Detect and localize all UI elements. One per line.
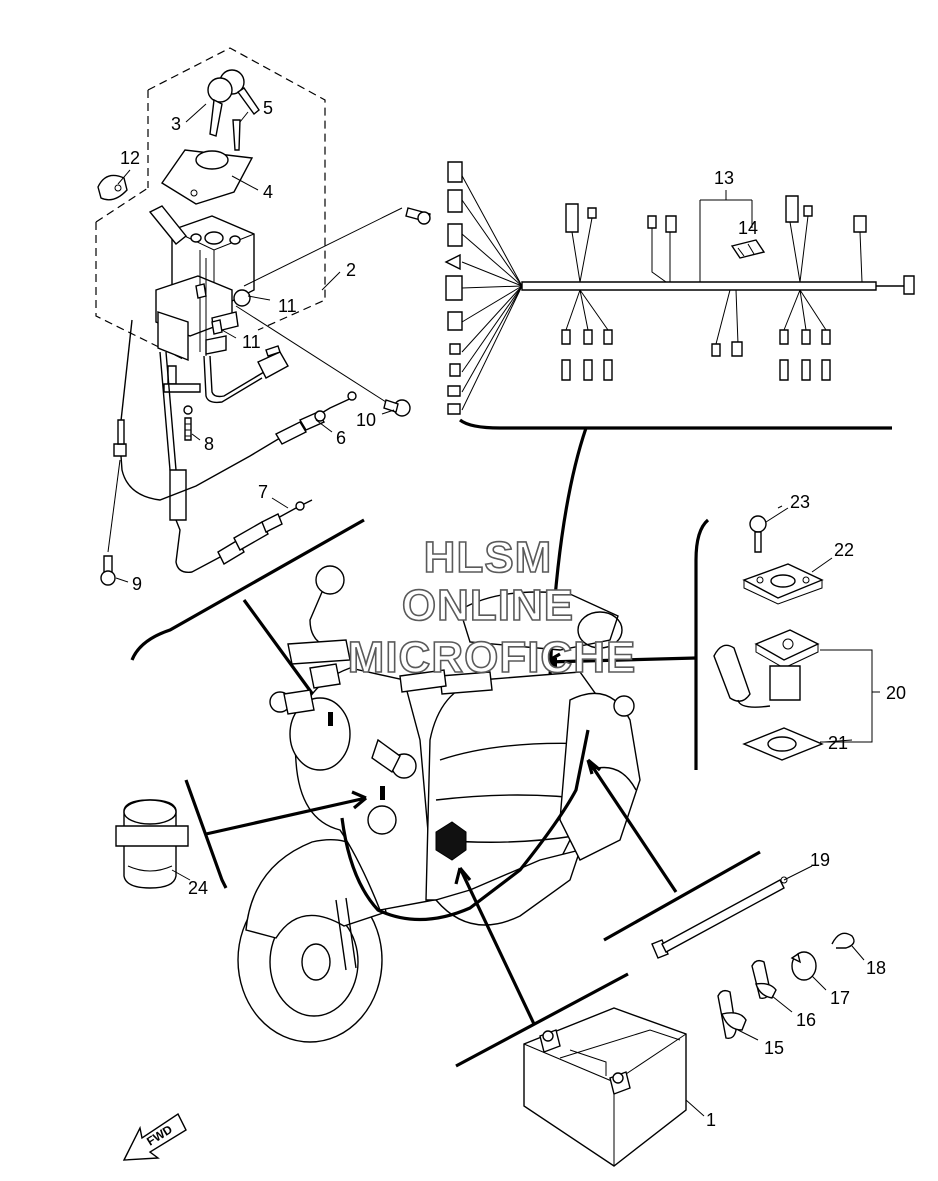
callout-2: 2	[346, 260, 356, 280]
fuel-sender-assembly	[713, 515, 824, 761]
callout-19: 19	[810, 850, 830, 870]
keys	[207, 69, 260, 137]
bolt-upper-right	[405, 207, 431, 225]
section-bracket-harness	[459, 418, 892, 430]
callout-8: 8	[204, 434, 214, 454]
leader-lines	[115, 103, 865, 1117]
cable-tie-19	[651, 876, 788, 959]
callout-6: 6	[336, 428, 346, 448]
section-bracket-upper-left	[130, 518, 365, 661]
callout-11-lower: 11	[242, 332, 261, 352]
screw-5	[232, 119, 241, 151]
callout-18: 18	[866, 958, 886, 978]
screw-8	[183, 405, 193, 441]
bolt-10	[383, 399, 411, 417]
callout-15: 15	[764, 1038, 784, 1058]
watermark-line-1: HLSM	[424, 533, 553, 582]
callout-labels: 3 5 4 12 2 11 11 6 10 8 7 9 13 14 23 22 …	[120, 98, 906, 1130]
main-switch-body	[148, 205, 255, 362]
section-bracket-battery	[455, 972, 629, 1068]
callout-21: 21	[828, 733, 848, 753]
callout-14: 14	[738, 218, 758, 238]
section-bracket-bands	[603, 850, 761, 942]
section-bracket-sender	[694, 518, 710, 770]
callout-20: 20	[886, 683, 906, 703]
switch-cables	[119, 319, 223, 573]
callout-5: 5	[263, 98, 273, 118]
section-bracket-relay	[184, 779, 228, 889]
callout-12: 12	[120, 148, 140, 168]
callout-24: 24	[188, 878, 208, 898]
callout-13: 13	[714, 168, 734, 188]
bolt-9	[100, 459, 121, 586]
callout-17: 17	[830, 988, 850, 1008]
callout-9: 9	[132, 574, 142, 594]
clamp-18	[831, 932, 855, 949]
bolt-11-upper	[195, 283, 207, 299]
band-17	[790, 951, 817, 981]
callout-7: 7	[258, 482, 268, 502]
relay-24	[115, 799, 189, 889]
watermark-line-2: ONLINE	[402, 581, 574, 630]
cover-plate	[161, 149, 254, 205]
bolt-11-lower	[211, 319, 223, 335]
cable-7	[217, 499, 313, 565]
callout-10: 10	[356, 410, 376, 430]
callout-4: 4	[263, 182, 273, 202]
callout-16: 16	[796, 1010, 816, 1030]
clamp-16	[751, 959, 777, 1000]
battery	[523, 1007, 687, 1167]
switch-lead	[203, 355, 263, 404]
callout-23: 23	[790, 492, 810, 512]
battery-location-marker	[435, 821, 467, 861]
main-switch-assembly	[95, 47, 431, 441]
callout-1: 1	[706, 1110, 716, 1130]
clamp-15	[717, 989, 747, 1040]
watermark: HLSM ONLINE MICROFICHE	[347, 532, 637, 683]
fwd-arrow: FWD	[122, 1112, 187, 1161]
callout-22: 22	[834, 540, 854, 560]
cable-6	[113, 391, 357, 501]
switch-connector	[257, 351, 289, 379]
harness-routing-line	[340, 729, 590, 922]
callout-3: 3	[171, 114, 181, 134]
watermark-line-3: MICROFICHE	[348, 633, 637, 682]
wire-harness	[444, 161, 915, 415]
scooter	[237, 565, 641, 1043]
callout-11-upper: 11	[278, 296, 297, 316]
fuse	[730, 239, 766, 259]
